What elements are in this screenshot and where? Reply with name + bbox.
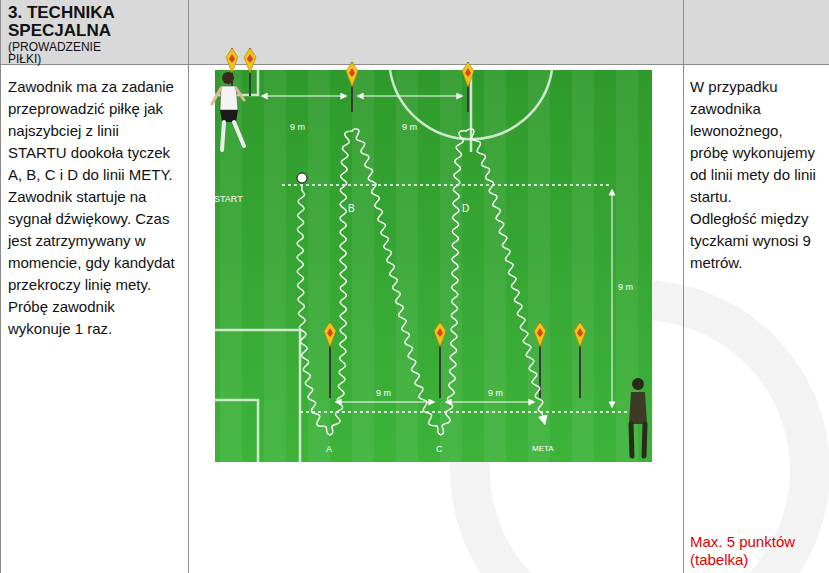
finish-label: META: [532, 444, 572, 454]
cone-pole: [462, 62, 474, 112]
pole-letter: C: [436, 444, 448, 454]
pole-letter: B: [348, 204, 360, 214]
description-text: Zawodnik startuje na sygnał dźwiękowy. C…: [8, 186, 176, 296]
score-note: Max. 5 punktów (tabelka): [690, 533, 824, 569]
description-text: Zawodnik ma za zadanie przeprowadzić pił…: [8, 76, 176, 186]
section-subheading: (PROWADZENIE PIŁKI): [8, 41, 128, 65]
distance-label: 9 m: [402, 122, 432, 132]
section-heading: 3. TECHNIKA SPECJALNA: [8, 4, 140, 40]
description-text: Próbę zawodnik wykonuje 1 raz.: [8, 296, 176, 340]
cone-pole: [574, 322, 586, 398]
start-label: START: [214, 194, 254, 204]
cone-pole: [244, 48, 256, 96]
distance-label: 9 m: [376, 388, 406, 398]
cone-pole: [346, 62, 358, 112]
distance-label: 9 m: [618, 282, 648, 292]
dribble-path: [297, 129, 544, 435]
note-text: Odległość między tyczkami wynosi 9 metró…: [690, 208, 824, 274]
note-text: W przypadku zawodnika lewonożnego, próbę…: [690, 76, 824, 208]
pole-letter: D: [462, 204, 474, 214]
distance-label: 9 m: [290, 122, 320, 132]
distance-label: 9 m: [488, 388, 518, 398]
cone-pole: [324, 322, 336, 398]
pitch-picture: [212, 48, 652, 462]
pole-letter: A: [326, 444, 338, 454]
header-band: [0, 0, 829, 64]
cone-pole: [434, 322, 446, 398]
timekeeper-figure: [629, 378, 647, 456]
cone-pole: [534, 322, 546, 398]
